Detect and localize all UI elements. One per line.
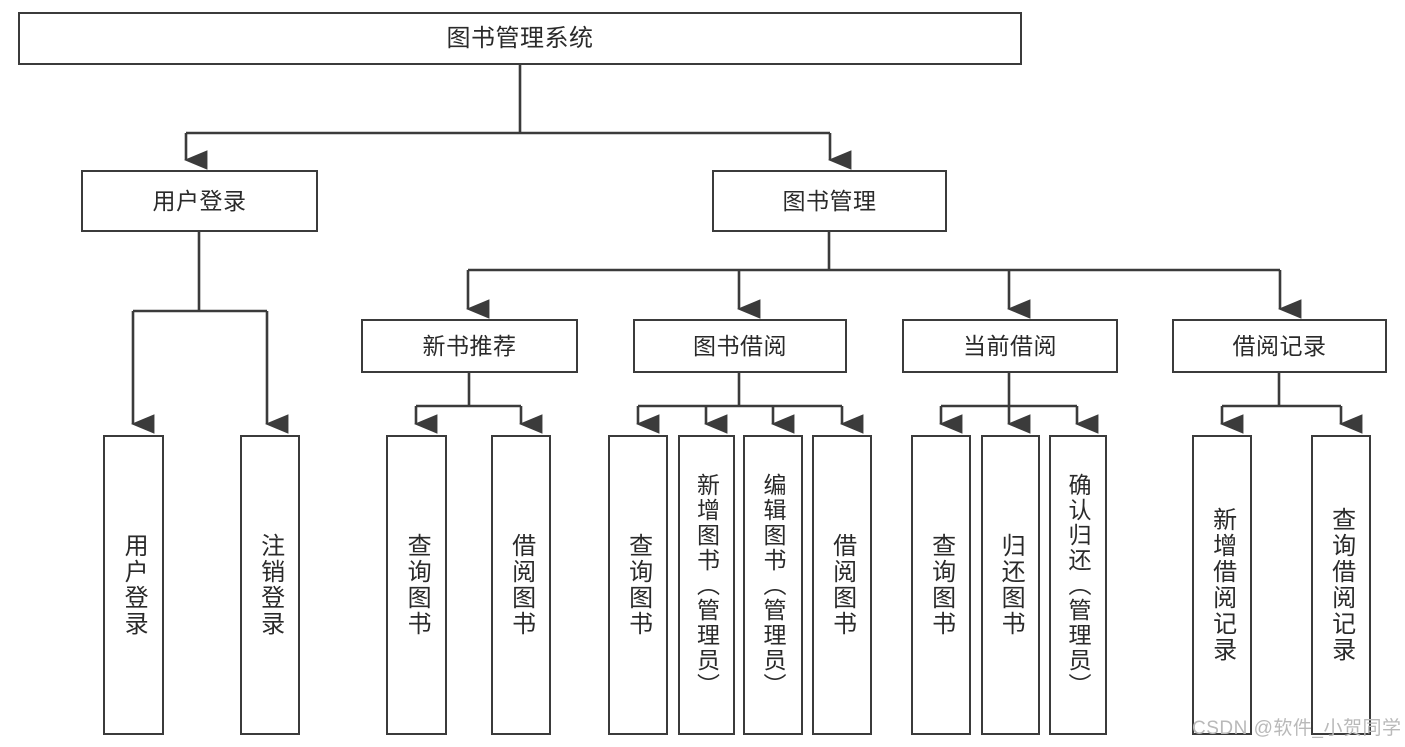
node-label: 图书借阅 — [693, 332, 787, 359]
leaf-query-book-borrow[interactable]: 查询图书 — [608, 435, 668, 735]
leaf-user-login[interactable]: 用户登录 — [103, 435, 164, 735]
node-book-management[interactable]: 图书管理 — [712, 170, 947, 232]
node-label: 图书管理系统 — [446, 24, 594, 52]
node-label: 查询图书 — [624, 533, 652, 637]
node-current-borrow[interactable]: 当前借阅 — [902, 319, 1118, 373]
leaf-query-borrow-record[interactable]: 查询借阅记录 — [1311, 435, 1371, 735]
leaf-query-book-recommend[interactable]: 查询图书 — [386, 435, 447, 735]
node-label: 借阅图书 — [507, 533, 535, 637]
node-user-login[interactable]: 用户登录 — [81, 170, 318, 232]
leaf-confirm-return-admin[interactable]: 确认归还（管理员） — [1049, 435, 1107, 735]
node-label: 查询借阅记录 — [1327, 507, 1355, 663]
node-new-book-recommend[interactable]: 新书推荐 — [361, 319, 578, 373]
csdn-watermark: CSDN @软件_小贺同学 — [1192, 718, 1402, 739]
leaf-edit-book-admin[interactable]: 编辑图书（管理员） — [743, 435, 803, 735]
node-label: 用户登录 — [120, 533, 148, 637]
node-label: 新增借阅记录 — [1208, 507, 1236, 663]
node-label: 新书推荐 — [422, 332, 517, 359]
node-label: 当前借阅 — [963, 332, 1057, 359]
node-borrow-record[interactable]: 借阅记录 — [1172, 319, 1387, 373]
node-label: 查询图书 — [927, 533, 955, 637]
node-label: 查询图书 — [403, 533, 431, 637]
node-book-borrow[interactable]: 图书借阅 — [633, 319, 847, 373]
node-label: 编辑图书（管理员） — [760, 472, 787, 698]
leaf-return-book[interactable]: 归还图书 — [981, 435, 1040, 735]
leaf-add-borrow-record[interactable]: 新增借阅记录 — [1192, 435, 1252, 735]
node-label: 新增图书（管理员） — [693, 472, 720, 698]
leaf-add-book-admin[interactable]: 新增图书（管理员） — [678, 435, 735, 735]
node-label: 借阅图书 — [828, 533, 856, 637]
node-label: 确认归还（管理员） — [1065, 472, 1092, 698]
node-label: 归还图书 — [997, 533, 1025, 637]
node-label: 图书管理 — [782, 187, 877, 214]
node-label: 用户登录 — [152, 187, 247, 214]
leaf-borrow-book-recommend[interactable]: 借阅图书 — [491, 435, 551, 735]
leaf-borrow-book[interactable]: 借阅图书 — [812, 435, 872, 735]
node-label: 借阅记录 — [1232, 332, 1327, 359]
node-label: 注销登录 — [256, 533, 284, 637]
leaf-query-book-current[interactable]: 查询图书 — [911, 435, 971, 735]
node-root-system[interactable]: 图书管理系统 — [18, 12, 1022, 65]
leaf-logout[interactable]: 注销登录 — [240, 435, 300, 735]
